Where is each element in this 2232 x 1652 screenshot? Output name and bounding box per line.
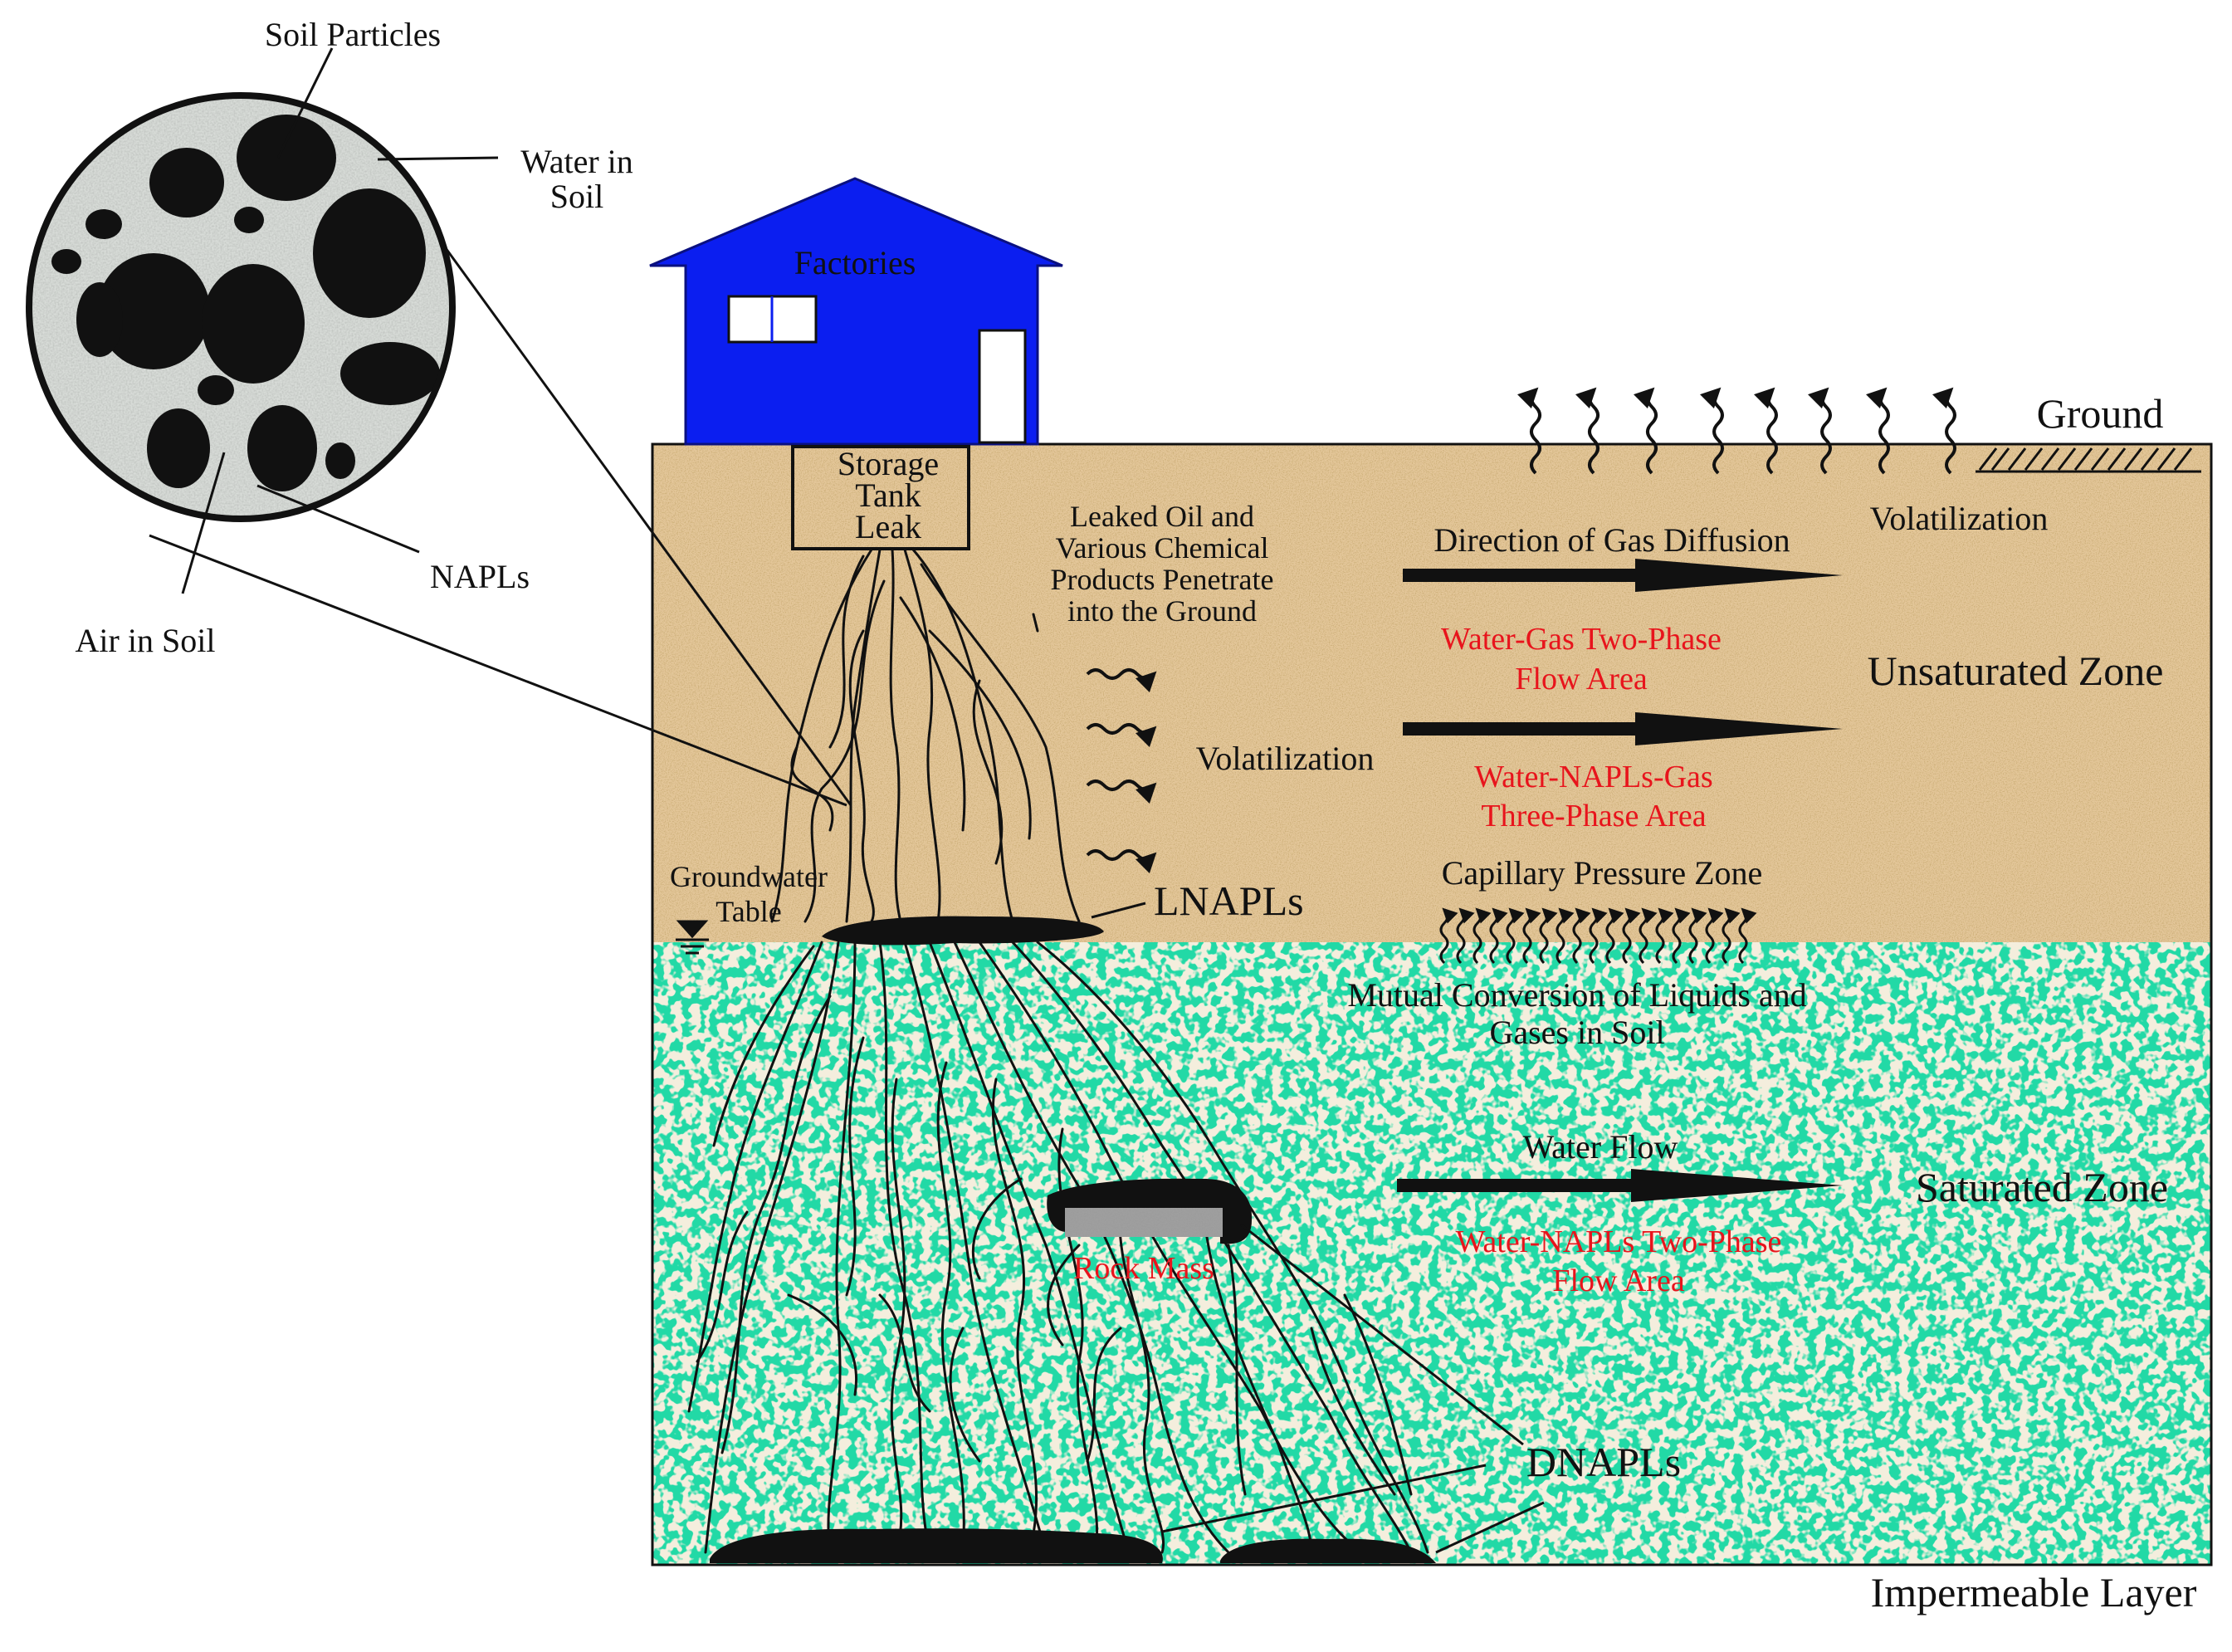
storage-tank: Storage Tank Leak xyxy=(791,445,970,550)
gas-diffusion-arrow-1 xyxy=(1403,559,1843,592)
inset-pointer-lines xyxy=(181,47,499,594)
dnapls-label: DNAPLs xyxy=(1526,1439,1681,1485)
soil-pore-inset xyxy=(26,92,456,522)
unsaturated-zone-texture xyxy=(652,444,2211,942)
factory-building: Factories xyxy=(649,177,1063,446)
water-gas-label-1: Water-Gas Two-Phase xyxy=(1441,622,1722,657)
napls-label: NAPLs xyxy=(430,558,530,595)
lnapls-label: LNAPLs xyxy=(1154,877,1304,924)
water-napls-two-label-2: Flow Area xyxy=(1552,1263,1685,1298)
water-napls-gas-label-2: Three-Phase Area xyxy=(1481,799,1706,833)
callout-lines xyxy=(149,211,1545,1554)
capillary-label: Capillary Pressure Zone xyxy=(1442,854,1763,892)
impermeable-layer-label: Impermeable Layer xyxy=(1871,1569,2197,1615)
labels: Soil Particles Water in Soil NAPLs Air i… xyxy=(76,16,2197,1615)
rock-mass xyxy=(1047,1178,1253,1244)
water-napls-gas-label-1: Water-NAPLs-Gas xyxy=(1474,760,1712,794)
dnapl-pool-right xyxy=(1220,1538,1436,1563)
mutual-conversion-label-2: Gases in Soil xyxy=(1489,1014,1664,1051)
soil-particles-label: Soil Particles xyxy=(265,16,441,53)
contaminant-plume xyxy=(687,548,1429,1554)
capillary-arrows xyxy=(1439,907,1757,965)
water-in-soil-label-1: Water in xyxy=(520,143,633,180)
leaked-oil-label-3: Products Penetrate xyxy=(1051,563,1274,596)
factory-door xyxy=(978,329,1027,444)
leaked-oil-label-1: Leaked Oil and xyxy=(1070,500,1254,533)
air-in-soil-label: Air in Soil xyxy=(76,622,216,659)
gas-diffusion-arrow-2 xyxy=(1403,712,1843,745)
volatilization-arrows-top xyxy=(1516,387,1956,475)
soil-profile-border xyxy=(651,442,2213,1566)
storage-tank-label-1: Storage xyxy=(838,445,939,482)
soil-particles xyxy=(51,115,440,491)
water-napls-two-label-1: Water-NAPLs Two-Phase xyxy=(1456,1224,1782,1259)
water-gas-label-2: Flow Area xyxy=(1515,662,1648,696)
ground-label: Ground xyxy=(2037,390,2164,437)
groundwater-table-symbol xyxy=(676,920,709,955)
groundwater-table-label-2: Table xyxy=(716,895,781,928)
soil-profile xyxy=(651,442,2213,1566)
saturated-zone-texture xyxy=(652,942,2211,1565)
volatilization-top-label: Volatilization xyxy=(1870,500,2049,537)
rock-mass-label: Rock Mass xyxy=(1073,1251,1214,1286)
saturated-zone-label: Saturated Zone xyxy=(1916,1164,2168,1210)
volatilization-arrows-mid xyxy=(1086,668,1157,874)
mutual-conversion-label-1: Mutual Conversion of Liquids and xyxy=(1347,976,1806,1014)
water-flow-label: Water Flow xyxy=(1523,1128,1678,1166)
leaked-oil-label-4: into the Ground xyxy=(1067,594,1257,628)
water-flow-arrow xyxy=(1397,1169,1843,1202)
storage-tank-label-2: Tank xyxy=(855,477,921,514)
groundwater-table-label-1: Groundwater xyxy=(670,860,828,893)
storage-tank-label-3: Leak xyxy=(855,508,921,545)
volatilization-mid-label: Volatilization xyxy=(1196,740,1375,777)
unsaturated-zone-label: Unsaturated Zone xyxy=(1868,648,2164,694)
ground-surface-hatching xyxy=(1976,447,2201,473)
water-in-soil-label-2: Soil xyxy=(550,178,603,215)
leaked-oil-label-2: Various Chemical xyxy=(1056,531,1269,565)
lnapl-pool xyxy=(822,916,1104,946)
gas-diffusion-label: Direction of Gas Diffusion xyxy=(1433,521,1790,559)
dnapl-pool-left xyxy=(710,1528,1163,1563)
factories-label: Factories xyxy=(794,244,916,281)
